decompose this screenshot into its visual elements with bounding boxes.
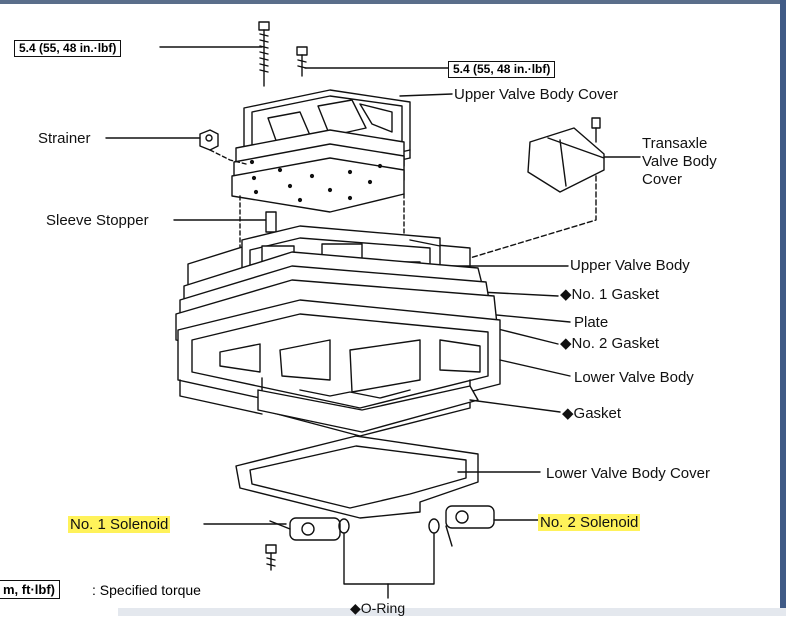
label-upper-valve-body-cover: Upper Valve Body Cover	[454, 86, 618, 103]
window-bottom-edge	[118, 608, 786, 616]
label-transaxle-line1: Transaxle	[642, 135, 708, 152]
label-gasket: ◆Gasket	[562, 405, 622, 422]
legend-unit-box: m, ft·lbf)	[0, 580, 60, 599]
label-o-ring: ◆O-Ring	[350, 600, 406, 616]
torque-spec-top-left: 5.4 (55, 48 in.·lbf)	[14, 40, 122, 57]
label-transaxle-line3: Cover	[642, 171, 683, 188]
label-no1-gasket: ◆No. 1 Gasket	[560, 286, 660, 303]
bolt-top-left	[258, 21, 270, 87]
label-sleeve-stopper: Sleeve Stopper	[46, 212, 149, 229]
no1-solenoid-part	[269, 517, 341, 541]
strainer-part	[199, 129, 219, 151]
label-upper-valve-body: Upper Valve Body	[570, 257, 690, 274]
label-plate: Plate	[574, 314, 609, 331]
label-lower-valve-body: Lower Valve Body	[574, 369, 694, 386]
legend-specified-torque: : Specified torque	[92, 582, 201, 598]
label-no1-solenoid: No. 1 Solenoid	[68, 516, 171, 533]
torque-spec-top-right: 5.4 (55, 48 in.·lbf)	[448, 61, 556, 78]
lower-valve-body-cover	[235, 435, 479, 519]
no2-solenoid-part	[445, 505, 495, 547]
transaxle-valve-body-cover	[527, 117, 605, 193]
label-transaxle-line2: Valve Body	[642, 153, 717, 170]
label-no2-gasket: ◆No. 2 Gasket	[560, 335, 660, 352]
label-lower-valve-body-cover: Lower Valve Body Cover	[546, 465, 710, 482]
window-scrollbar[interactable]	[780, 0, 786, 616]
window-top-edge	[0, 0, 786, 4]
bolt-top-middle	[296, 46, 308, 77]
label-no2-solenoid: No. 2 Solenoid	[538, 514, 641, 531]
label-strainer: Strainer	[38, 130, 91, 147]
